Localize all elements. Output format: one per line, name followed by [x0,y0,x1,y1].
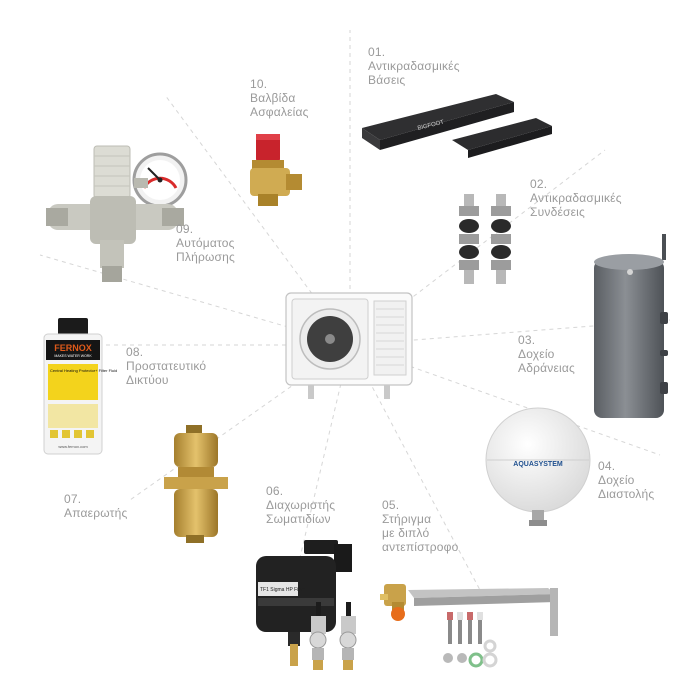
bottle-url-text: www.fernox.com [58,444,88,449]
label-07: 07. Απαερωτής [64,492,128,520]
outdoor-heat-pump-unit-icon [285,292,413,399]
dirt-separator-icon: TF1 Sigma HP Filter [256,540,357,670]
buffer-tank-icon [594,234,668,418]
bottle-title-text: Central Heating Protector+ Filter Fluid [50,368,117,373]
label-02: 02. Αντικραδασμικές Συνδέσεις [530,177,622,219]
protector-bottle: FERNOX MAKES WATER WORK Central Heating … [40,316,117,458]
bottle-tagline-text: MAKES WATER WORK [54,354,92,358]
filter-label-text: TF1 Sigma HP Filter [260,587,306,593]
bracket-with-double-check-valve [378,568,568,678]
air-separator [160,423,232,545]
auto-filling-valve [40,140,190,290]
expansion-vessel-icon: AQUASYSTEM [485,407,591,526]
safety-valve-icon [250,134,302,206]
vessel-brand-text: AQUASYSTEM [513,461,563,468]
label-01: 01. Αντικραδασμικές Βάσεις [368,45,460,87]
label-10: 10. Βαλβίδα Ασφαλείας [250,77,309,119]
safety-valve [246,132,306,210]
label-05: 05. Στήριγμα με διπλό αντεπίστροφο [382,498,459,554]
label-04: 04. Δοχείο Διαστολής [598,459,655,501]
label-08: 08. Προστατευτικό Δικτύου [126,345,207,387]
anti-vibration-mounts: BIGFOOT [356,88,556,160]
auto-filling-valve-icon [46,145,188,282]
label-03: 03. Δοχείο Αδράνειας [518,333,575,375]
air-separator-icon [164,425,228,543]
dirt-separator: TF1 Sigma HP Filter [252,536,370,680]
label-09: 09. Αυτόματος Πλήρωσης [176,222,235,264]
outdoor-heat-pump-unit [282,287,422,402]
anti-vibration-connectors [450,192,522,288]
anti-vibration-connectors-icon [459,194,511,284]
buffer-tank [590,232,672,424]
bottle-brand-text: FERNOX [54,343,92,353]
label-06: 06. Διαχωριστής Σωματιδίων [266,484,336,526]
protector-bottle-icon: FERNOX MAKES WATER WORK Central Heating … [43,318,117,455]
bracket-with-double-check-valve-icon [380,584,558,668]
anti-vibration-mounts-icon: BIGFOOT [362,94,552,158]
expansion-vessel: AQUASYSTEM [483,400,593,528]
